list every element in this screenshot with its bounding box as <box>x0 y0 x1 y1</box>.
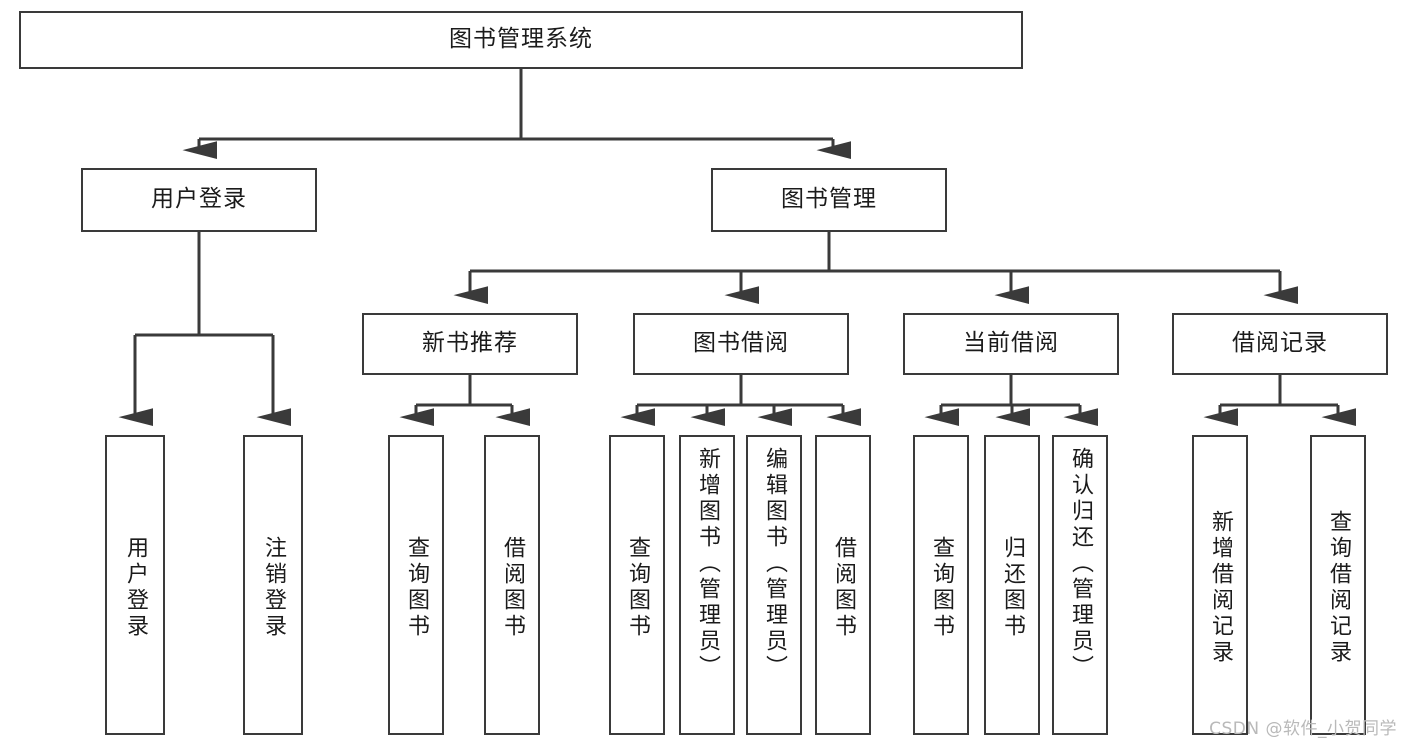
node-leaf-borrow-book-2-label: 借阅图书 <box>831 536 856 640</box>
node-book-management-label: 图书管理 <box>781 186 877 213</box>
leaf-text-wrap: 注销登录 <box>245 443 301 733</box>
node-leaf-return-book-label: 归还图书 <box>1000 536 1025 640</box>
node-leaf-borrow-book-1-label: 借阅图书 <box>500 536 525 640</box>
edge-new-book-recommend-to-leaves <box>399 375 530 426</box>
node-current-borrow[interactable]: 当前借阅 <box>903 313 1119 375</box>
node-leaf-user-logout[interactable]: 注销登录 <box>243 435 303 735</box>
leaf-text-wrap: 新增借阅记录 <box>1194 443 1246 733</box>
leaf-text-wrap: 查询借阅记录 <box>1312 443 1364 733</box>
edge-root-to-level2 <box>182 69 851 159</box>
leaf-text-wrap: 用户登录 <box>107 443 163 733</box>
leaf-text-wrap: 确认归还（管理员） <box>1054 443 1106 733</box>
leaf-text-wrap: 查询图书 <box>611 443 663 733</box>
node-book-borrow-label: 图书借阅 <box>693 330 789 357</box>
node-leaf-return-book[interactable]: 归还图书 <box>984 435 1040 735</box>
node-leaf-query-book-2-label: 查询图书 <box>625 536 650 640</box>
node-book-management[interactable]: 图书管理 <box>711 168 947 232</box>
node-user-login[interactable]: 用户登录 <box>81 168 317 232</box>
edge-book-management-to-level3 <box>453 232 1298 304</box>
node-new-book-recommend[interactable]: 新书推荐 <box>362 313 578 375</box>
edge-borrow-record-to-leaves <box>1203 375 1356 426</box>
node-leaf-query-book-3[interactable]: 查询图书 <box>913 435 969 735</box>
node-leaf-query-book-3-label: 查询图书 <box>929 536 954 640</box>
node-new-book-recommend-label: 新书推荐 <box>422 330 518 357</box>
leaf-text-wrap: 归还图书 <box>986 443 1038 733</box>
node-leaf-query-borrow-record[interactable]: 查询借阅记录 <box>1310 435 1366 735</box>
leaf-text-wrap: 借阅图书 <box>486 443 538 733</box>
node-leaf-borrow-book-1[interactable]: 借阅图书 <box>484 435 540 735</box>
node-leaf-add-borrow-record-label: 新增借阅记录 <box>1208 510 1233 666</box>
node-leaf-borrow-book-2[interactable]: 借阅图书 <box>815 435 871 735</box>
node-leaf-edit-book-admin[interactable]: 编辑图书（管理员） <box>746 435 802 735</box>
node-root-system[interactable]: 图书管理系统 <box>19 11 1023 69</box>
node-book-borrow[interactable]: 图书借阅 <box>633 313 849 375</box>
node-leaf-query-book-1-label: 查询图书 <box>404 536 429 640</box>
node-current-borrow-label: 当前借阅 <box>963 330 1059 357</box>
leaf-text-wrap: 查询图书 <box>915 443 967 733</box>
node-leaf-edit-book-admin-label: 编辑图书（管理员） <box>762 447 787 681</box>
node-borrow-record-label: 借阅记录 <box>1232 330 1328 357</box>
node-leaf-confirm-return-admin-label: 确认归还（管理员） <box>1068 447 1093 681</box>
node-user-login-label: 用户登录 <box>151 186 247 213</box>
node-leaf-user-logout-label: 注销登录 <box>261 536 286 640</box>
node-leaf-query-book-1[interactable]: 查询图书 <box>388 435 444 735</box>
node-leaf-add-book-admin[interactable]: 新增图书（管理员） <box>679 435 735 735</box>
leaf-text-wrap: 借阅图书 <box>817 443 869 733</box>
leaf-text-wrap: 查询图书 <box>390 443 442 733</box>
node-leaf-user-login[interactable]: 用户登录 <box>105 435 165 735</box>
node-leaf-query-book-2[interactable]: 查询图书 <box>609 435 665 735</box>
node-borrow-record[interactable]: 借阅记录 <box>1172 313 1388 375</box>
node-leaf-add-book-admin-label: 新增图书（管理员） <box>695 447 720 681</box>
node-leaf-user-login-label: 用户登录 <box>123 536 148 640</box>
leaf-text-wrap: 新增图书（管理员） <box>681 443 733 733</box>
csdn-watermark: CSDN @软件_小贺同学 <box>1209 719 1397 739</box>
node-leaf-query-borrow-record-label: 查询借阅记录 <box>1326 510 1351 666</box>
edge-current-borrow-to-leaves <box>924 375 1098 426</box>
node-leaf-confirm-return-admin[interactable]: 确认归还（管理员） <box>1052 435 1108 735</box>
leaf-text-wrap: 编辑图书（管理员） <box>748 443 800 733</box>
edge-book-borrow-to-leaves <box>620 375 861 426</box>
node-leaf-add-borrow-record[interactable]: 新增借阅记录 <box>1192 435 1248 735</box>
edge-user-login-to-leaves <box>118 232 291 426</box>
node-root-label: 图书管理系统 <box>449 26 593 53</box>
